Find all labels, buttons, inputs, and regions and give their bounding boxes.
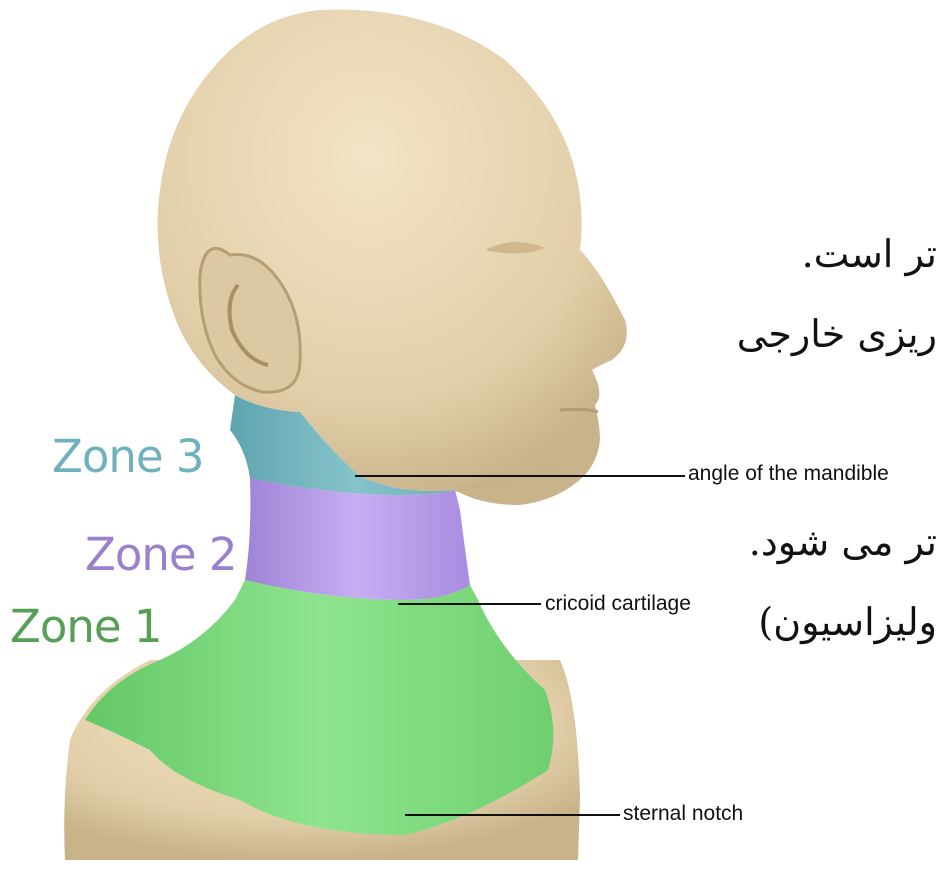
zone1-label: Zone 1 — [10, 600, 162, 653]
mandible-label: angle of the mandible — [688, 462, 889, 486]
cricoid-label: cricoid cartilage — [545, 592, 691, 616]
persian-line-4: ولیزاسیون) — [758, 600, 937, 644]
zone2-region — [245, 478, 470, 600]
persian-line-3: تر می شود. — [749, 520, 937, 564]
persian-line-2: ریزی خارجی — [737, 312, 937, 356]
sternal-label: sternal notch — [623, 802, 743, 826]
persian-line-1: تر است. — [802, 232, 937, 276]
zone2-label: Zone 2 — [85, 528, 237, 581]
zone3-label: Zone 3 — [52, 430, 204, 483]
